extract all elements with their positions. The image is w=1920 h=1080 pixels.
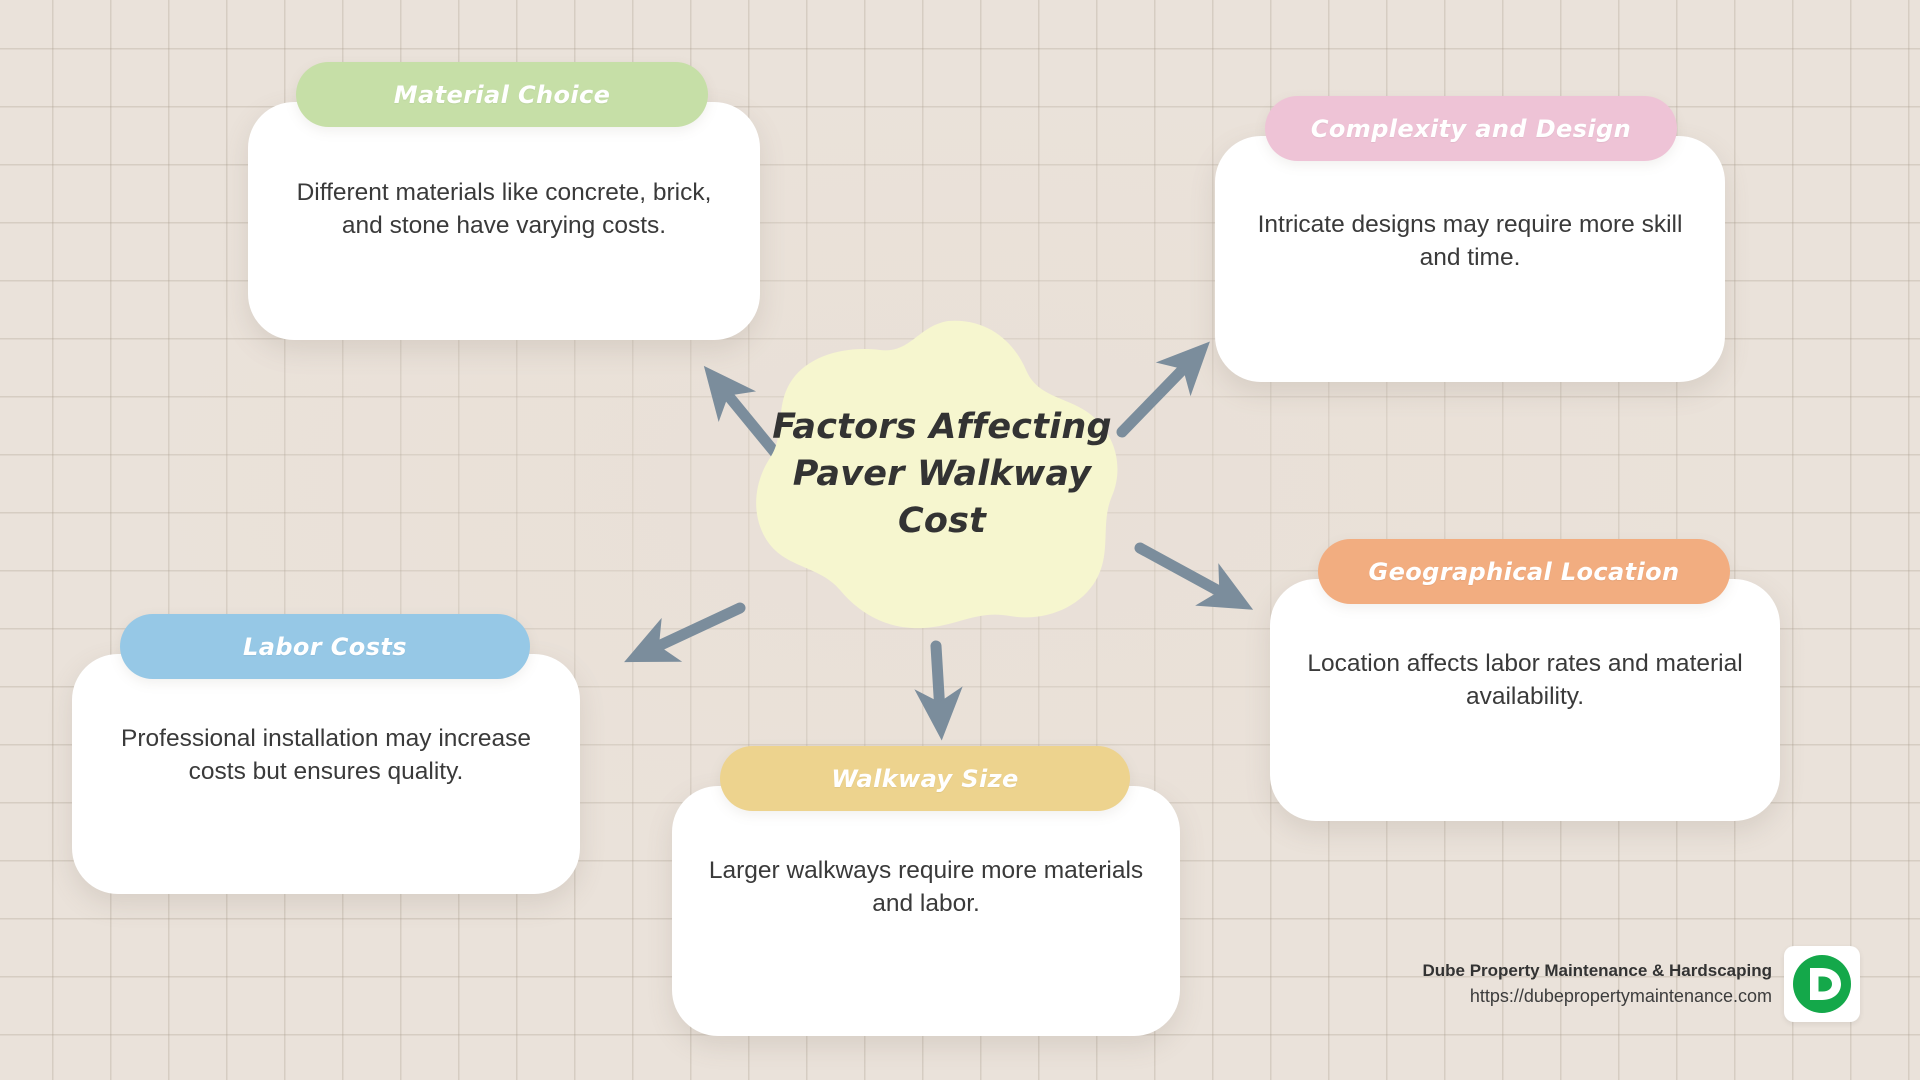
card-header-label: Material Choice	[393, 80, 611, 109]
brand-url[interactable]: https://dubepropertymaintenance.com	[1469, 986, 1772, 1006]
center-title: Factors Affecting Paver Walkway Cost	[752, 318, 1132, 630]
card-geographical-location[interactable]: Location affects labor rates and materia…	[1270, 539, 1780, 821]
card-walkway-size[interactable]: Larger walkways require more materials a…	[672, 746, 1180, 1036]
center-title-line-2: Paver Walkway	[792, 454, 1092, 494]
branding-text: Dube Property Maintenance & Hardscaping …	[1422, 961, 1772, 1007]
card-body: Intricate designs may require more skill…	[1215, 136, 1725, 382]
card-material-choice[interactable]: Different materials like concrete, brick…	[248, 62, 760, 340]
arrow-to-complexity-and-design	[1116, 341, 1210, 438]
dube-logo-icon	[1793, 955, 1851, 1013]
center-title-line-3: Cost	[897, 501, 987, 541]
card-body: Larger walkways require more materials a…	[672, 786, 1180, 1036]
card-body: Different materials like concrete, brick…	[248, 102, 760, 340]
card-description: Professional installation may increase c…	[121, 725, 531, 786]
card-description: Different materials like concrete, brick…	[296, 179, 712, 240]
card-header-complexity-and-design[interactable]: Complexity and Design	[1265, 96, 1677, 161]
card-header-label: Complexity and Design	[1310, 114, 1632, 143]
card-complexity-and-design[interactable]: Intricate designs may require more skill…	[1215, 96, 1725, 382]
arrow-to-labor-costs	[624, 602, 746, 663]
branding[interactable]: Dube Property Maintenance & Hardscaping …	[1422, 946, 1860, 1022]
center-topic-blob: Factors Affecting Paver Walkway Cost	[752, 318, 1132, 630]
card-header-walkway-size[interactable]: Walkway Size	[720, 746, 1130, 811]
arrow-to-walkway-size	[914, 640, 963, 741]
arrow-to-geographical-location	[1134, 542, 1254, 610]
card-header-material-choice[interactable]: Material Choice	[296, 62, 708, 127]
card-description: Intricate designs may require more skill…	[1257, 211, 1683, 272]
center-title-line-1: Factors Affecting	[772, 407, 1112, 447]
card-body: Professional installation may increase c…	[72, 654, 580, 894]
card-description: Larger walkways require more materials a…	[708, 857, 1144, 918]
card-header-label: Labor Costs	[243, 632, 407, 661]
brand-name: Dube Property Maintenance & Hardscaping	[1422, 961, 1772, 980]
card-header-label: Walkway Size	[831, 764, 1019, 793]
card-header-geographical-location[interactable]: Geographical Location	[1318, 539, 1730, 604]
card-labor-costs[interactable]: Professional installation may increase c…	[72, 614, 580, 894]
brand-logo[interactable]	[1784, 946, 1860, 1022]
card-body: Location affects labor rates and materia…	[1270, 579, 1780, 821]
card-header-label: Geographical Location	[1368, 557, 1680, 586]
card-header-labor-costs[interactable]: Labor Costs	[120, 614, 530, 679]
card-description: Location affects labor rates and materia…	[1307, 650, 1743, 711]
